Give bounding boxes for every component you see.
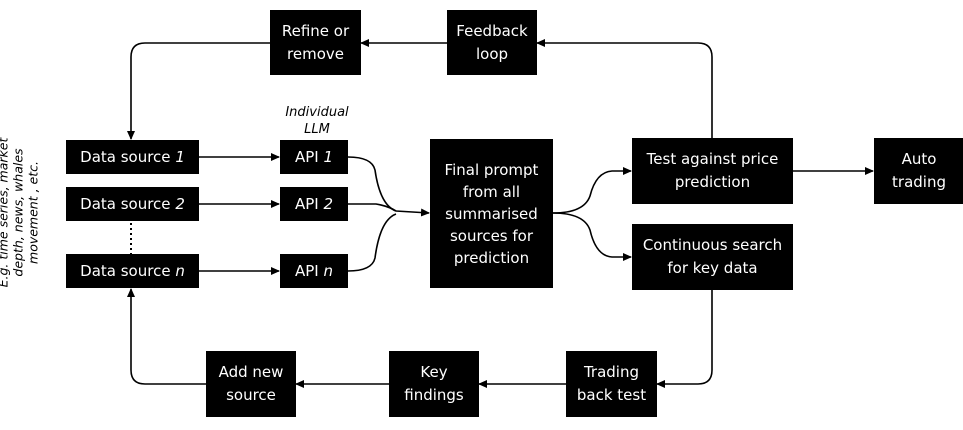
test-against-price-box: Test against price prediction [632,138,793,204]
arrow-search-to-trading [656,290,713,388]
api-1-box: API 1 [280,140,348,174]
final-prompt-box: Final prompt from all summarised sources… [430,139,553,288]
key-findings-box: Key findings [389,351,479,417]
auto-trading-box: Auto trading [874,138,963,204]
arrow-apin-to-final [347,213,397,272]
feedback-loop-box: Feedback loop [447,10,537,75]
data-source-n-box: Data source n [66,254,199,288]
individual-llm-caption: Individual LLM [285,105,349,137]
arrow-api2-to-final [348,203,397,212]
data-source-1-box: Data source 1 [66,140,199,174]
refine-or-remove-box: Refine or remove [270,10,361,75]
arrow-final-to-test [552,167,632,214]
trading-back-test-box: Trading back test [566,351,657,417]
arrow-test-to-feedback [536,39,713,138]
arrow-final-to-search [552,212,632,261]
arrow-refine-to-datasource1 [127,42,270,140]
arrow-addnew-to-datasourcen [127,288,206,385]
continuous-search-box: Continuous search for key data [632,224,793,290]
data-source-2-box: Data source 2 [66,187,199,221]
api-n-box: API n [280,254,348,288]
api-2-box: API 2 [280,187,348,221]
add-new-source-box: Add new source [206,351,296,417]
